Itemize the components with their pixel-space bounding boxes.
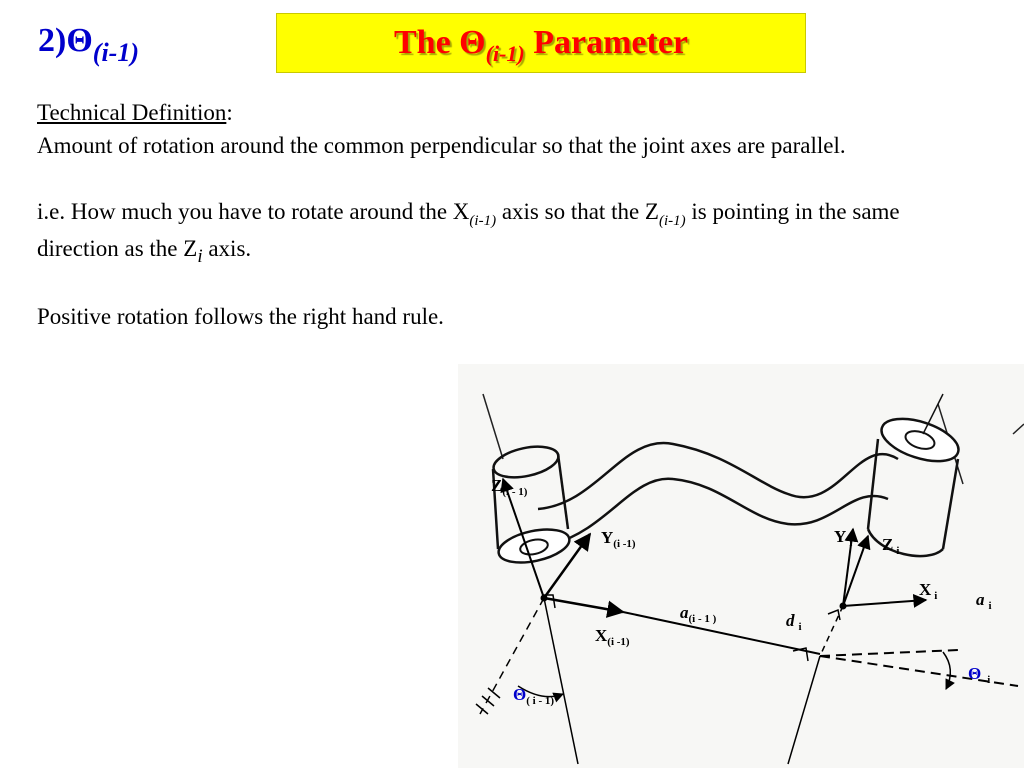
joint-i-cylinder (866, 393, 960, 558)
ie-part3: is pointing in the same direction as the… (37, 199, 900, 261)
definition-heading-line: Technical Definition: (37, 96, 987, 129)
theta-prev-arc (517, 685, 564, 703)
joint-prev-cylinder (491, 445, 571, 564)
definition-text: Amount of rotation around the common per… (37, 133, 846, 158)
link-edge-right-far (1012, 423, 1024, 435)
ie-paragraph: i.e. How much you have to rotate around … (37, 195, 987, 267)
definition-heading: Technical Definition (37, 100, 227, 125)
right-angle-i-upper (827, 608, 841, 621)
x-i-axis (842, 593, 928, 608)
y-prev-axis (542, 532, 592, 599)
title-subscript: (i-1) (485, 41, 525, 66)
z-prev-label: Z(i - 1) (491, 476, 528, 498)
link-edge-left (482, 393, 504, 460)
origin-i (839, 602, 847, 610)
dh-diagram-svg: Z(i - 1) Y(i -1) X(i -1) a(i - 1 ) Θ( i … (458, 364, 1024, 768)
origin-prev (540, 594, 548, 602)
x-prev-axis (543, 596, 625, 618)
hatch-marks (475, 687, 501, 715)
theta-prev-label: Θ( i - 1) (513, 685, 554, 707)
ie-part1: i.e. How much you have to rotate around … (37, 199, 470, 224)
z-prev-axis (500, 477, 545, 599)
section-symbol: Θ (66, 22, 93, 59)
section-subscript: (i-1) (92, 38, 139, 67)
link-upper-edge (537, 441, 899, 511)
right-angle-i (792, 647, 809, 662)
ie-part4: axis. (202, 236, 252, 261)
title-banner: The Θ(i-1) Parameter (276, 13, 806, 73)
slide-title: The Θ(i-1) Parameter (393, 24, 688, 66)
title-symbol: Θ (459, 24, 486, 61)
common-normal-a (622, 611, 821, 655)
dh-diagram: Z(i - 1) Y(i -1) X(i -1) a(i - 1 ) Θ( i … (458, 364, 1024, 768)
z-i-axis (842, 534, 871, 607)
title-after: Parameter (524, 24, 688, 61)
right-hand-rule-text: Positive rotation follows the right hand… (37, 304, 444, 329)
ie-sub2: (i-1) (658, 213, 686, 229)
d-i-segment (819, 605, 844, 657)
z-i-axis-extension (787, 655, 821, 765)
theta-i-arc (942, 651, 955, 690)
section-label: 2)Θ(i-1) (38, 22, 139, 67)
y-prev-label: Y(i -1) (601, 528, 636, 550)
title-before: The (393, 24, 460, 61)
right-angle-prev (543, 594, 556, 609)
diagram-background (458, 364, 1024, 768)
x-prev-label: X(i -1) (595, 626, 630, 648)
ie-sub1: (i-1) (469, 213, 497, 229)
definition-colon: : (226, 100, 233, 125)
a-prev-label: a(i - 1 ) (680, 603, 717, 625)
ie-part2: axis so that the Z (496, 199, 659, 224)
section-number: 2) (38, 22, 67, 59)
x-parallel-dashed (819, 649, 959, 657)
link-lower-edge (552, 477, 889, 546)
ie-sub3: i (197, 246, 203, 267)
y-i-axis (842, 527, 859, 607)
x-rotated-dashed (819, 655, 1019, 687)
z-prev-axis-extension (543, 597, 579, 765)
body-text: Technical Definition: Amount of rotation… (37, 96, 987, 333)
